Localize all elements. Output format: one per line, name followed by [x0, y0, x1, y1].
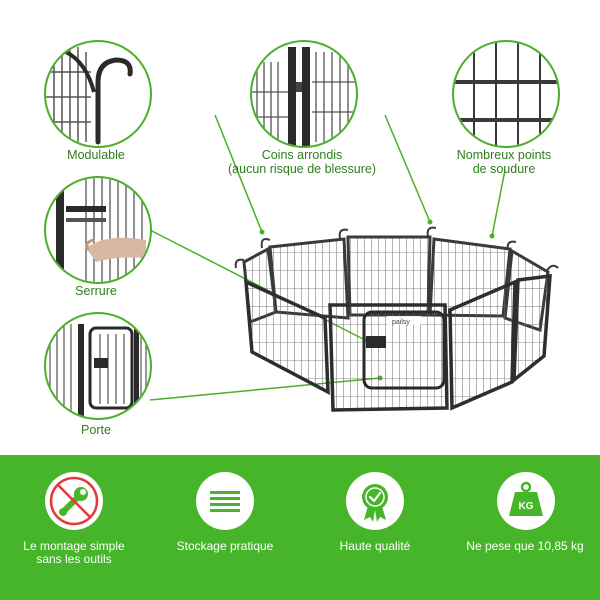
- feature-label-no-tools: Le montage simple sans les outils: [4, 540, 144, 566]
- door-detail-image: [44, 312, 152, 420]
- welding-points-label-line2: de soudure: [472, 162, 536, 176]
- feature-label-no-tools-line1: Le montage simple: [23, 539, 125, 553]
- rounded-corners-label: Coins arrondis (aucun risque de blessure…: [212, 148, 392, 176]
- rounded-corners-label-line1: Coins arrondis: [261, 148, 343, 162]
- rounded-corners-label-line2: (aucun risque de blessure): [228, 162, 376, 176]
- quality-badge-icon: [346, 472, 404, 530]
- stack-icon: [196, 472, 254, 530]
- brand-plate: pailsy: [392, 319, 410, 326]
- lock-label: Serrure: [75, 284, 117, 298]
- welding-points-label-line1: Nombreux points: [456, 148, 552, 162]
- welding-points-detail-image: [452, 40, 560, 148]
- lock-detail-image: [44, 176, 152, 284]
- modulable-detail-image: [44, 40, 152, 148]
- feature-label-quality: Haute qualité: [339, 539, 411, 553]
- welding-points-label: Nombreux points de soudure: [436, 148, 572, 176]
- weight-kg-icon: KG: [497, 472, 555, 530]
- feature-label-storage: Stockage pratique: [176, 539, 274, 553]
- feature-label-no-tools-line2: sans les outils: [36, 552, 112, 566]
- feature-label-weight: Ne pese que 10,85 kg: [466, 539, 584, 553]
- playpen-image: pailsy: [234, 226, 559, 412]
- modulable-label: Modulable: [67, 148, 125, 162]
- no-tools-icon: [45, 472, 103, 530]
- features-band: [0, 455, 600, 600]
- rounded-corners-detail-image: [250, 40, 358, 148]
- door-label: Porte: [81, 423, 111, 437]
- weight-badge-text: KG: [519, 501, 534, 512]
